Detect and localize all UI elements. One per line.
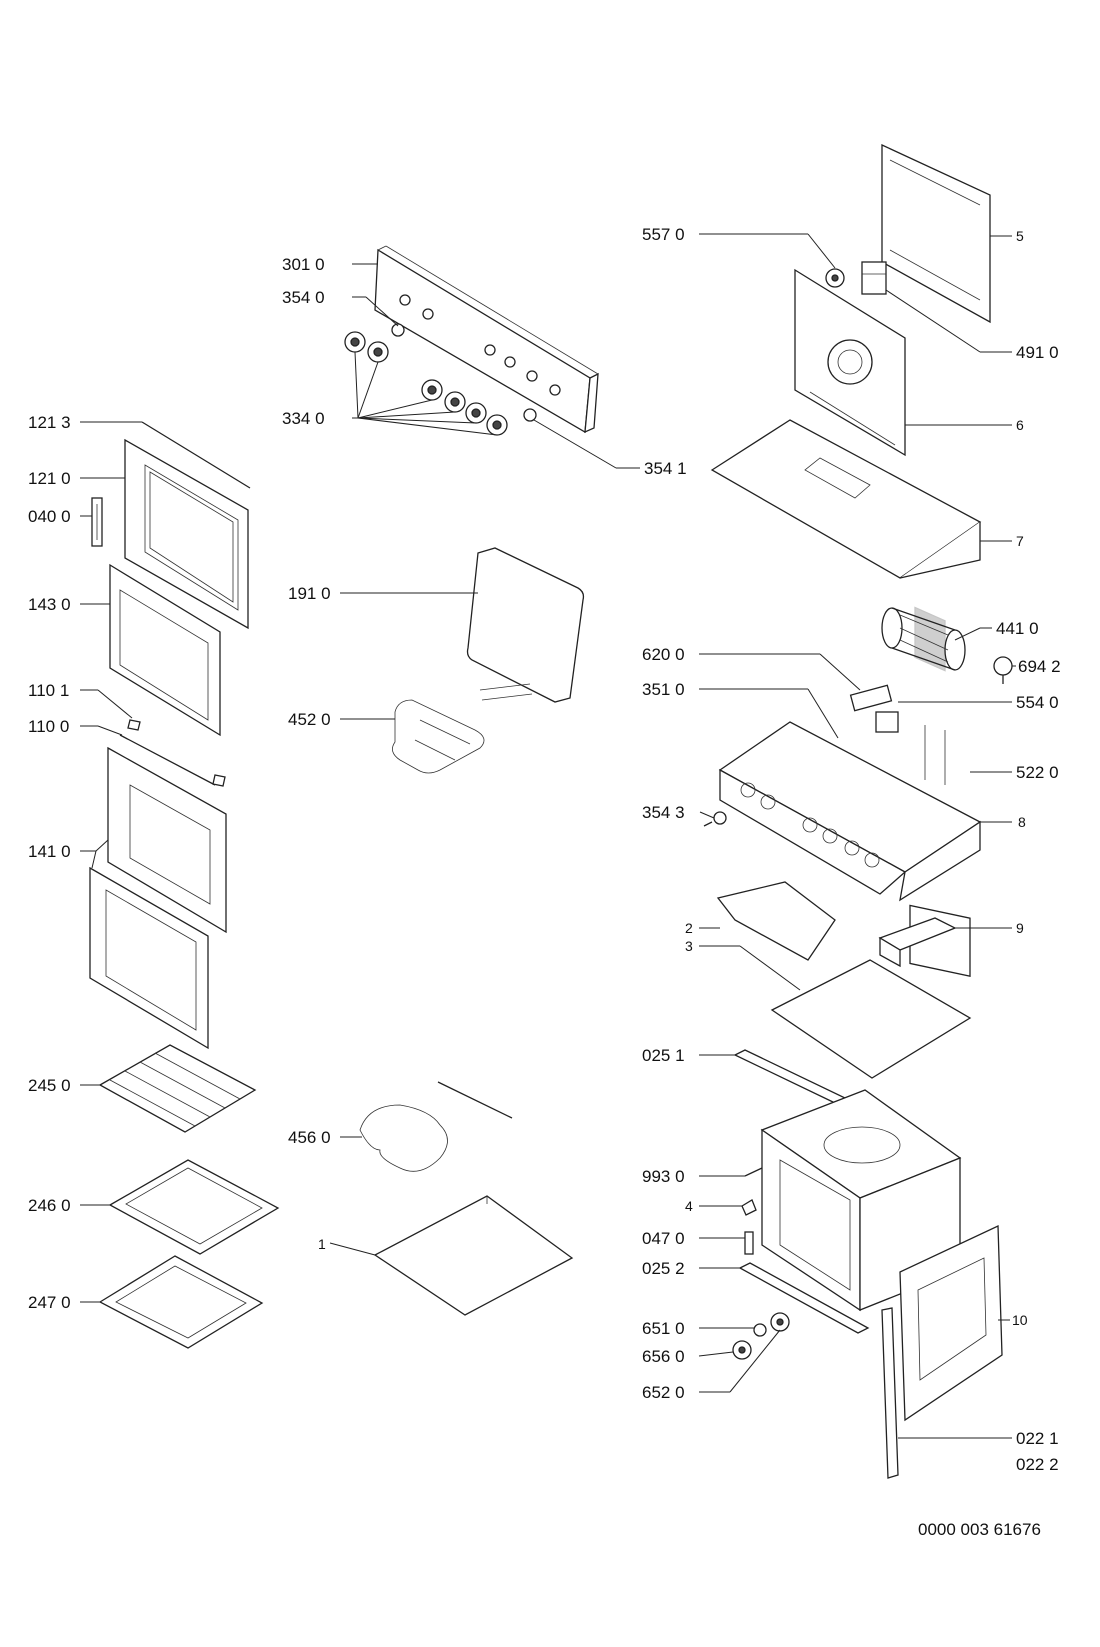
bottom-plate-1 [373,1195,574,1316]
part-993-0 [744,1167,763,1177]
label-025-2: 025 2 [642,1259,685,1278]
door-frame-121-0 [124,438,249,630]
label-554-0: 554 0 [1016,693,1059,712]
label-351-0: 351 0 [642,680,685,699]
back-panel-6 [794,268,906,457]
label-354-0: 354 0 [282,288,325,307]
label-022-2: 022 2 [1016,1455,1059,1474]
grill-element-452-0 [392,683,533,774]
lamp-parts-65x [732,1312,790,1360]
lamp-554-0 [875,711,899,733]
label-452-0: 452 0 [288,710,331,729]
door-seal-121-3 [141,421,251,489]
bottom-element-456-0 [359,1081,513,1172]
label-522-0: 522 0 [1016,763,1059,782]
wire-rack-245-0 [98,1044,257,1133]
document-number: 0000 003 61676 [918,1520,1041,1539]
label-491-0: 491 0 [1016,343,1059,362]
tray-247-0 [98,1255,264,1349]
label-557-0: 557 0 [642,225,685,244]
gasket-191-0 [466,547,585,703]
label-191-0: 191 0 [288,584,331,603]
tray-246-0 [108,1159,280,1255]
label-651-0: 651 0 [642,1319,685,1338]
label-620-0: 620 0 [642,645,685,664]
label-1: 1 [318,1236,326,1252]
oven-cavity [760,1089,962,1312]
part-557-0 [825,268,845,288]
label-247-0: 247 0 [28,1293,71,1312]
label-354-1: 354 1 [644,459,687,478]
label-8: 8 [1018,814,1026,830]
knobs-334-0 [344,323,537,436]
inner-glass-143-0 [109,563,221,737]
label-2: 2 [685,920,693,936]
hinge-040-0 [91,497,103,547]
label-694-2: 694 2 [1018,657,1061,676]
label-246-0: 246 0 [28,1196,71,1215]
label-110-1: 110 1 [28,681,69,700]
bracket-2 [716,881,836,961]
label-143-0: 143 0 [28,595,71,614]
label-441-0: 441 0 [996,619,1039,638]
label-301-0: 301 0 [282,255,325,274]
label-121-0: 121 0 [28,469,71,488]
fan-441-0 [881,607,966,671]
label-456-0: 456 0 [288,1128,331,1147]
label-5: 5 [1016,228,1024,244]
label-656-0: 656 0 [642,1347,685,1366]
part-4 [741,1199,757,1216]
thermostat-491-0 [861,261,887,295]
switch-620-0 [849,684,893,712]
label-4: 4 [685,1198,693,1214]
label-141-0: 141 0 [28,842,71,861]
label-6: 6 [1016,417,1024,433]
label-040-0: 040 0 [28,507,71,526]
side-rails-022 [881,1307,899,1479]
label-334-0: 334 0 [282,409,325,428]
base-plate-3 [770,959,972,1079]
top-panel-7 [710,419,982,579]
part-047-0 [744,1231,754,1255]
label-110-0: 110 0 [28,717,69,736]
rail-025-2 [738,1262,870,1334]
label-022-1: 022 1 [1016,1429,1059,1448]
rail-025-1 [733,1049,847,1104]
screw-354-3 [703,811,727,827]
label-7: 7 [1016,533,1024,549]
control-panel-301-0 [374,245,599,434]
label-121-3: 121 3 [28,413,71,432]
outer-glass-141-0 [89,746,227,1050]
label-354-3: 354 3 [642,803,685,822]
label-9: 9 [1016,920,1024,936]
label-993-0: 993 0 [642,1167,685,1186]
fan-cover-10 [899,1224,1003,1422]
control-box-8 [718,721,982,902]
label-3: 3 [685,938,693,954]
part-694-2 [993,656,1013,684]
label-652-0: 652 0 [642,1383,685,1402]
label-025-1: 025 1 [642,1046,685,1065]
label-245-0: 245 0 [28,1076,71,1095]
label-047-0: 047 0 [642,1229,685,1248]
label-10: 10 [1012,1312,1028,1328]
handle-110 [119,719,226,787]
